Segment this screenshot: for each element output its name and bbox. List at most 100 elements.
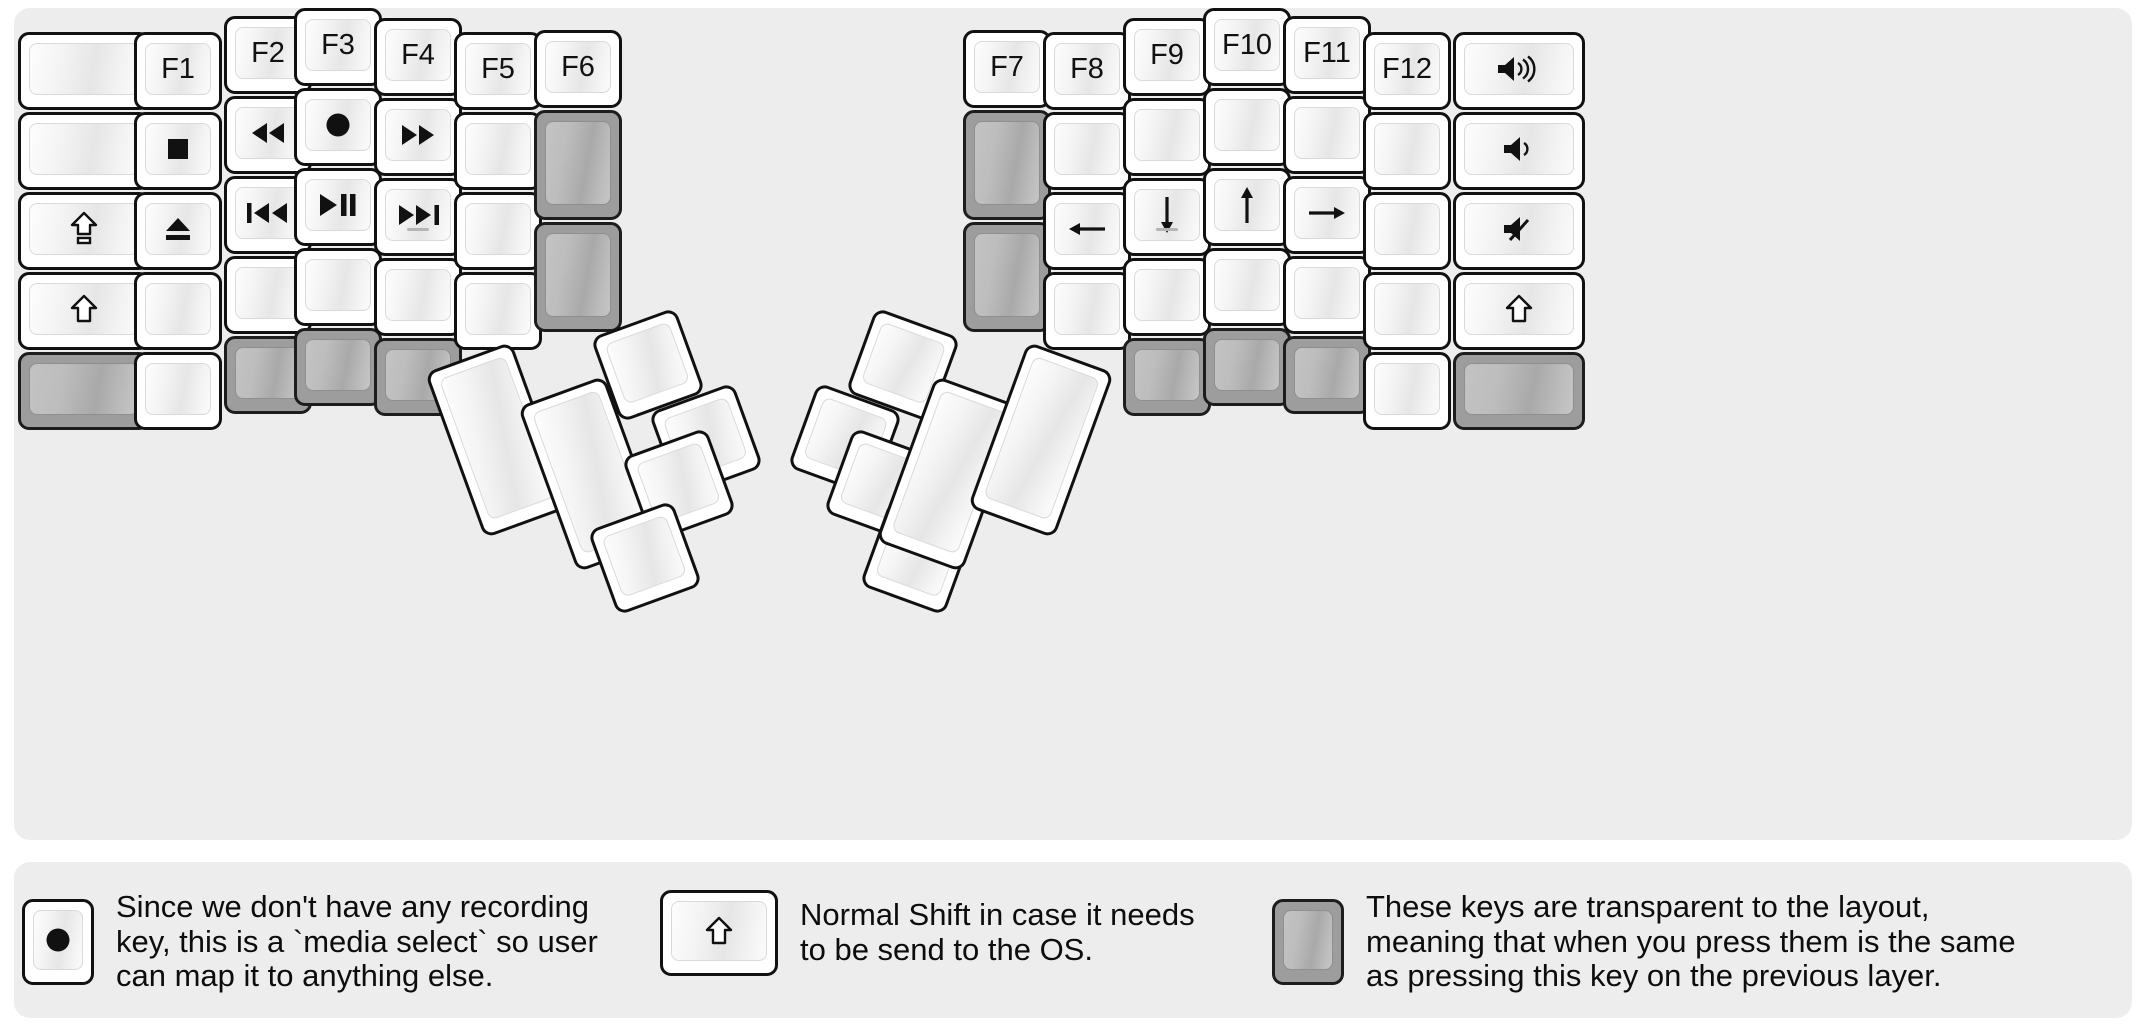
keycap-face	[465, 123, 531, 175]
key-right-pinky-3[interactable]	[1363, 272, 1451, 350]
keycap-face	[1374, 123, 1440, 175]
keycap-face	[305, 339, 371, 391]
key-left-index-2[interactable]	[374, 178, 462, 256]
arrow-up-icon	[1235, 185, 1259, 225]
key-right-pinky-outer-1[interactable]	[1453, 112, 1585, 190]
key-right-inner-index-0[interactable]: F8	[1043, 32, 1131, 110]
key-left-middle-2[interactable]	[294, 168, 382, 246]
key-right-middle-1[interactable]	[1203, 88, 1291, 166]
volume-up-icon	[1496, 54, 1542, 84]
key-right-pinky-2[interactable]	[1363, 192, 1451, 270]
key-left-middle-4[interactable]	[294, 328, 382, 406]
key-left-pinky-1[interactable]	[134, 112, 222, 190]
key-label: F9	[1150, 38, 1184, 71]
legend-description: Normal Shift in case it needs to be send…	[800, 897, 1195, 967]
key-right-middle-4[interactable]	[1203, 328, 1291, 406]
key-right-pinky-0[interactable]: F12	[1363, 32, 1451, 110]
key-label: F10	[1222, 28, 1272, 61]
key-right-index-3[interactable]	[1123, 258, 1211, 336]
key-right-pinky-1[interactable]	[1363, 112, 1451, 190]
homing-bump-indicator	[407, 228, 429, 231]
keycap-face	[385, 109, 451, 161]
key-right-pinky-outer-4[interactable]	[1453, 352, 1585, 430]
legend-key-sample	[660, 890, 778, 976]
key-left-pinky-3[interactable]	[134, 272, 222, 350]
key-right-index-0[interactable]: F9	[1123, 18, 1211, 96]
keycap-face	[33, 910, 83, 971]
keycap-face	[671, 901, 767, 961]
key-right-pinky-4[interactable]	[1363, 352, 1451, 430]
key-left-pinky-2[interactable]	[134, 192, 222, 270]
key-left-inner-index-3[interactable]	[454, 272, 542, 350]
arrow-left-icon	[1067, 217, 1107, 241]
keycap-face	[145, 283, 211, 335]
key-left-inner-index-0[interactable]: F5	[454, 32, 542, 110]
shift-icon	[1505, 294, 1533, 324]
key-left-index-3[interactable]	[374, 258, 462, 336]
key-right-pinky-outer-3[interactable]	[1453, 272, 1585, 350]
keycap-face	[1214, 259, 1280, 311]
keycap-face: F3	[305, 19, 371, 71]
key-right-inner-1[interactable]	[963, 110, 1051, 220]
key-right-pinky-outer-2[interactable]	[1453, 192, 1585, 270]
key-left-middle-0[interactable]: F3	[294, 8, 382, 86]
keycap-face	[545, 121, 611, 205]
key-left-inner-index-2[interactable]	[454, 192, 542, 270]
key-left-index-0[interactable]: F4	[374, 18, 462, 96]
key-right-middle-3[interactable]	[1203, 248, 1291, 326]
key-right-inner-2[interactable]	[963, 222, 1051, 332]
key-right-inner-index-2[interactable]	[1043, 192, 1131, 270]
key-left-middle-1[interactable]	[294, 88, 382, 166]
keycap-face	[235, 107, 301, 159]
keycap-face	[1294, 187, 1360, 239]
key-left-pinky-outer-2[interactable]	[18, 192, 150, 270]
key-right-pinky-outer-0[interactable]	[1453, 32, 1585, 110]
key-right-middle-0[interactable]: F10	[1203, 8, 1291, 86]
keycap-face	[1464, 363, 1574, 415]
media-stop-icon	[165, 136, 191, 162]
keycap-face	[1134, 189, 1200, 241]
key-right-inner-0[interactable]: F7	[963, 30, 1051, 108]
key-left-pinky-outer-0[interactable]	[18, 32, 150, 110]
key-left-inner-index-1[interactable]	[454, 112, 542, 190]
keycap-face	[1214, 339, 1280, 391]
key-right-index-1[interactable]	[1123, 98, 1211, 176]
keycap-face	[145, 123, 211, 175]
key-left-pinky-4[interactable]	[134, 352, 222, 430]
key-left-index-1[interactable]	[374, 98, 462, 176]
key-label: F6	[561, 50, 595, 83]
key-left-inner-0[interactable]: F6	[534, 30, 622, 108]
key-right-ring-1[interactable]	[1283, 96, 1371, 174]
key-left-pinky-0[interactable]: F1	[134, 32, 222, 110]
key-right-index-2[interactable]	[1123, 178, 1211, 256]
keycap-face	[1464, 123, 1574, 175]
key-left-pinky-outer-3[interactable]	[18, 272, 150, 350]
keycap-face: F6	[545, 41, 611, 93]
keycap-face	[1464, 203, 1574, 255]
key-right-ring-0[interactable]: F11	[1283, 16, 1371, 94]
key-right-index-4[interactable]	[1123, 338, 1211, 416]
key-left-pinky-outer-1[interactable]	[18, 112, 150, 190]
keycap-face: F5	[465, 43, 531, 95]
keycap-face	[1464, 43, 1574, 95]
key-right-inner-index-1[interactable]	[1043, 112, 1131, 190]
media-previous-icon	[245, 201, 291, 225]
keycap-face: F9	[1134, 29, 1200, 81]
key-right-ring-3[interactable]	[1283, 256, 1371, 334]
key-right-ring-4[interactable]	[1283, 336, 1371, 414]
keycap-face: F11	[1294, 27, 1360, 79]
legend-item: Normal Shift in case it needs to be send…	[660, 890, 1195, 976]
keycap-face	[1283, 910, 1333, 971]
key-left-middle-3[interactable]	[294, 248, 382, 326]
keycap-face: F8	[1054, 43, 1120, 95]
key-label: F4	[401, 38, 435, 71]
keycap-face: F4	[385, 29, 451, 81]
key-right-ring-2[interactable]	[1283, 176, 1371, 254]
key-right-middle-2[interactable]	[1203, 168, 1291, 246]
key-left-inner-1[interactable]	[534, 110, 622, 220]
key-left-inner-2[interactable]	[534, 222, 622, 332]
keycap-face	[1134, 109, 1200, 161]
key-left-pinky-outer-4[interactable]	[18, 352, 150, 430]
key-right-inner-index-3[interactable]	[1043, 272, 1131, 350]
media-play-pause-icon	[317, 192, 359, 218]
